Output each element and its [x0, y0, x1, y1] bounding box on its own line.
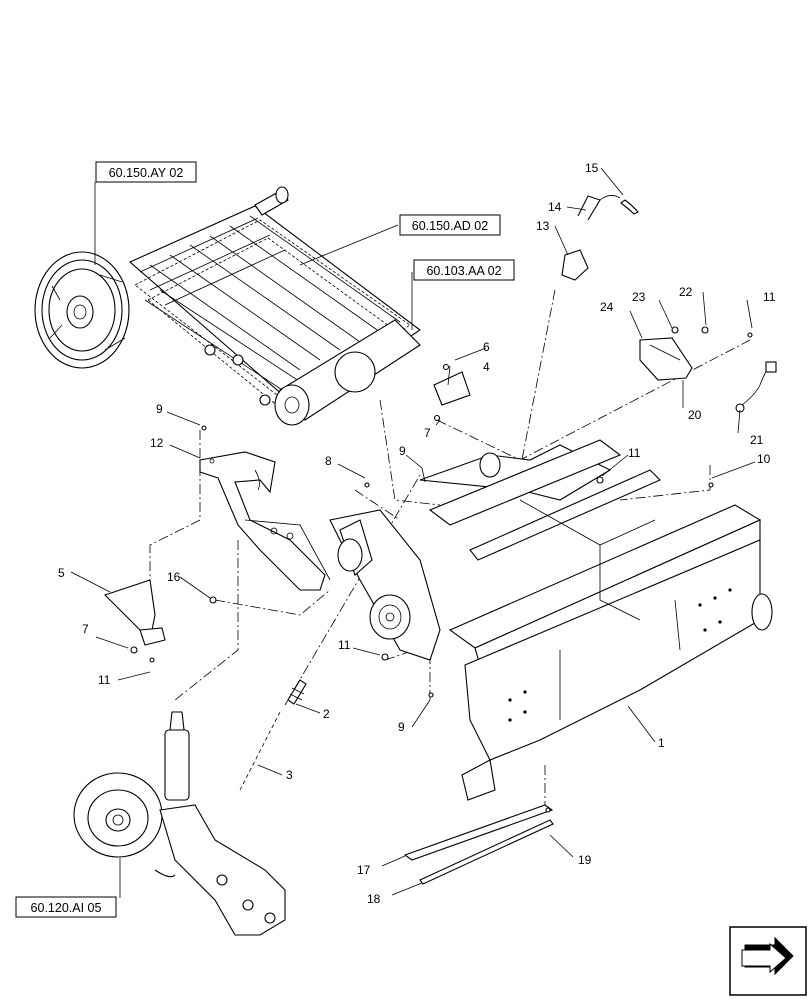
callout-9b: 9	[399, 444, 406, 458]
reference-box-60-120-ai-05: 60.120.AI 05	[15, 896, 117, 918]
callout-8: 8	[325, 454, 332, 468]
callout-12: 12	[150, 436, 164, 450]
cover-plate	[103, 579, 166, 646]
callout-11a: 11	[628, 446, 641, 460]
callout-11d: 11	[763, 290, 776, 304]
callout-9c: 9	[398, 720, 405, 734]
reference-label: 60.150.AY 02	[109, 166, 184, 180]
callout-2: 2	[323, 707, 330, 721]
sensor-bracket	[639, 326, 709, 381]
callout-4: 4	[483, 360, 490, 374]
callout-21: 21	[750, 433, 764, 447]
callout-19: 19	[578, 853, 592, 867]
navigation-arrow-icon[interactable]	[729, 926, 807, 996]
frame-rivets	[508, 588, 732, 722]
tensioner-pulley-assembly	[73, 711, 286, 936]
callout-6: 6	[483, 340, 490, 354]
callout-3: 3	[286, 768, 293, 782]
callout-18: 18	[367, 892, 381, 906]
callout-20: 20	[688, 408, 702, 422]
callout-14: 14	[548, 200, 562, 214]
callout-17: 17	[357, 863, 371, 877]
callout-numbers: 1 2 3 4 5 6 7 7 7 8 9 9 9 10 11 11 11 11…	[58, 161, 776, 906]
reference-label: 60.103.AA 02	[426, 264, 501, 278]
tension-spring	[287, 679, 307, 705]
leader-lines	[70, 167, 756, 898]
callout-10: 10	[757, 452, 771, 466]
callout-15: 15	[585, 161, 599, 175]
reference-label: 60.150.AD 02	[412, 219, 488, 233]
sensor-harness	[735, 361, 777, 413]
callout-13: 13	[536, 219, 550, 233]
callout-7a: 7	[82, 622, 89, 636]
reference-label: 60.120.AI 05	[31, 901, 102, 915]
drive-sheave	[34, 251, 130, 369]
callout-23: 23	[632, 290, 646, 304]
reference-box-60-150-ay-02: 60.150.AY 02	[95, 161, 197, 183]
mounting-bracket	[199, 451, 331, 591]
latch-assembly	[561, 195, 639, 281]
callout-11c: 11	[98, 673, 111, 687]
main-header-frame	[329, 439, 773, 801]
small-plate	[433, 371, 471, 406]
reference-box-60-150-ad-02: 60.150.AD 02	[399, 214, 501, 236]
wear-strips	[403, 804, 554, 885]
callout-11b: 11	[338, 638, 351, 652]
callout-16: 16	[167, 570, 181, 584]
header-conveyor-assembly	[128, 186, 421, 426]
callout-9a: 9	[156, 402, 163, 416]
reference-box-60-103-aa-02: 60.103.AA 02	[413, 259, 515, 281]
callout-24: 24	[600, 300, 614, 314]
callout-5: 5	[58, 566, 65, 580]
threaded-rod	[239, 711, 281, 791]
hardware-small	[130, 332, 753, 813]
callout-1: 1	[658, 736, 665, 750]
callout-22: 22	[679, 285, 693, 299]
callout-7b: 7	[424, 426, 431, 440]
idler-pulley	[337, 519, 411, 640]
